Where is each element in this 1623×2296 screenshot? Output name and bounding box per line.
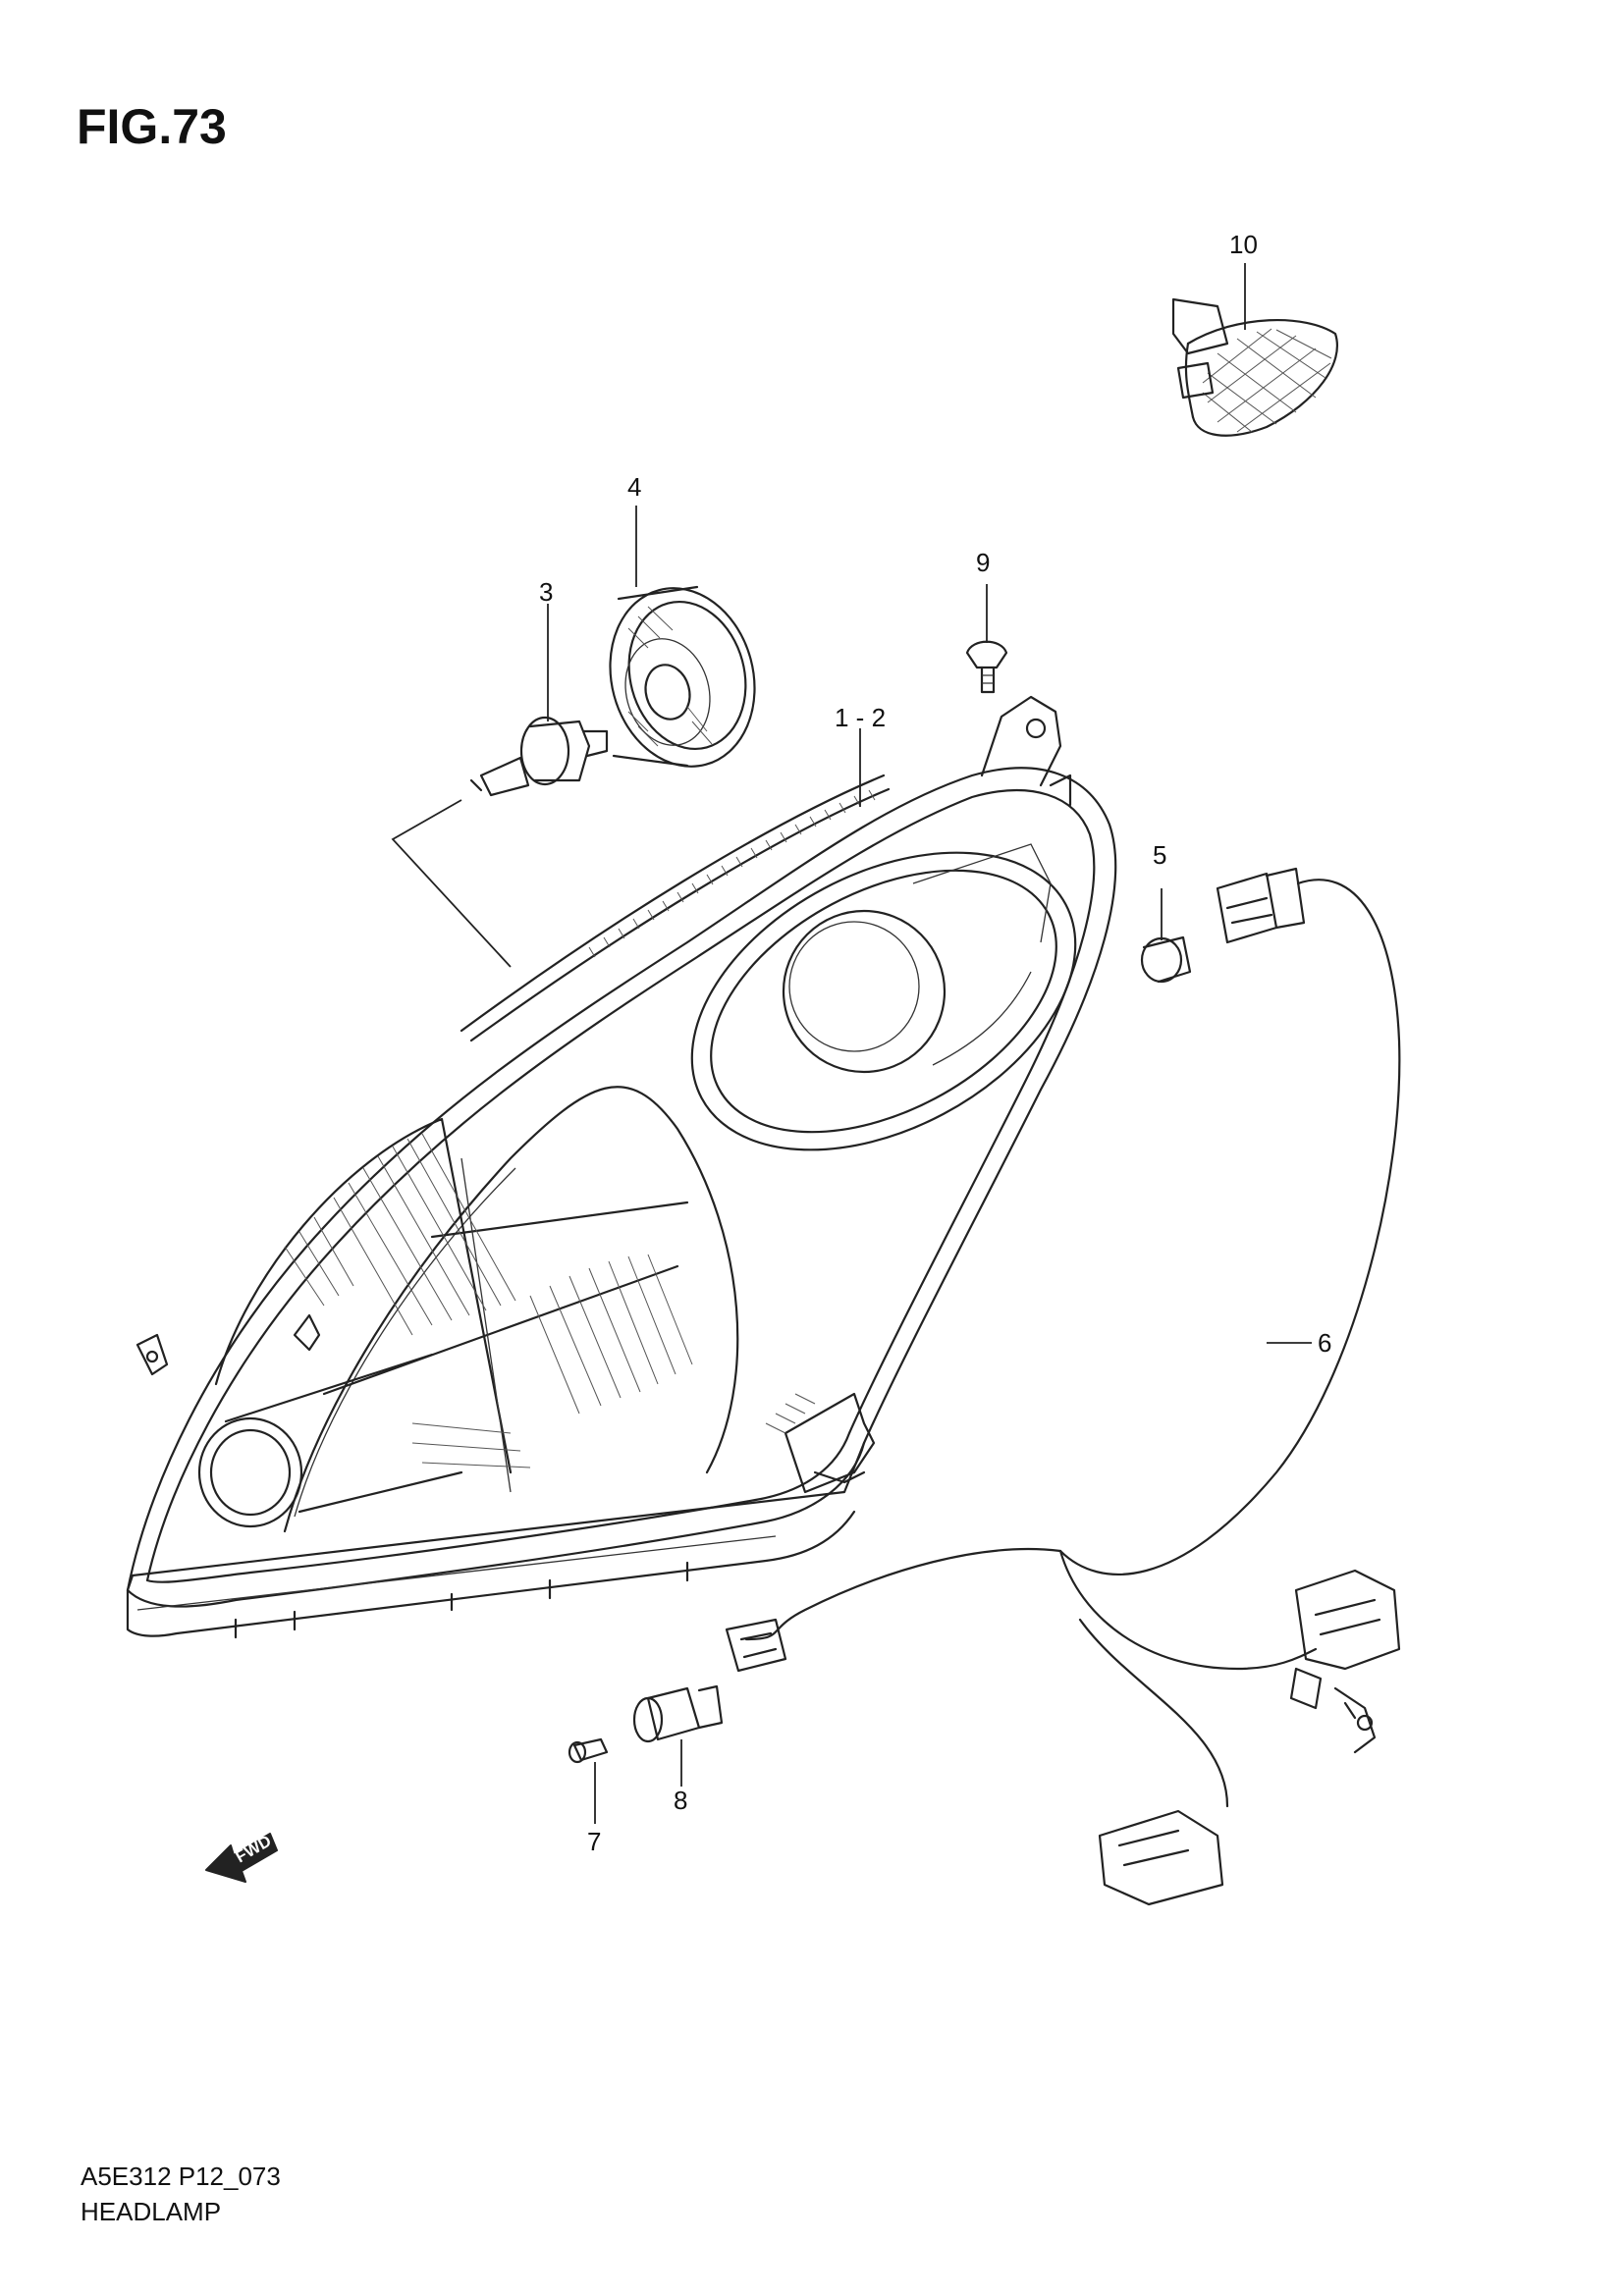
- part-4-dust-cover[interactable]: [591, 571, 775, 782]
- part-3-bulb[interactable]: [469, 716, 609, 797]
- callout-4: 4: [627, 472, 641, 502]
- headlamp-assembly[interactable]: [126, 695, 1125, 1639]
- callout-8: 8: [674, 1786, 687, 1815]
- part-8-socket[interactable]: [632, 1684, 724, 1743]
- part-6-socket-harness[interactable]: [725, 867, 1401, 1906]
- callout-9: 9: [976, 548, 990, 577]
- part-10-side-marker[interactable]: [1171, 297, 1338, 437]
- figure-name: HEADLAMP: [81, 2197, 222, 2226]
- callout-5: 5: [1153, 840, 1166, 870]
- figure-code: A5E312 P12_073: [81, 2162, 281, 2191]
- part-5-wedge-bulb[interactable]: [1140, 935, 1192, 984]
- callout-1-2: 1 - 2: [835, 703, 886, 732]
- callout-3: 3: [539, 577, 553, 607]
- part-7-small-bulb[interactable]: [568, 1737, 609, 1764]
- callout-10: 10: [1229, 230, 1258, 259]
- callout-7: 7: [587, 1827, 601, 1856]
- part-9-clip[interactable]: [965, 640, 1008, 694]
- lead-lines: [391, 263, 1312, 1824]
- fwd-direction-arrow: FWD: [205, 1832, 278, 1883]
- callout-6: 6: [1318, 1328, 1331, 1358]
- figure-title: FIG.73: [77, 99, 227, 154]
